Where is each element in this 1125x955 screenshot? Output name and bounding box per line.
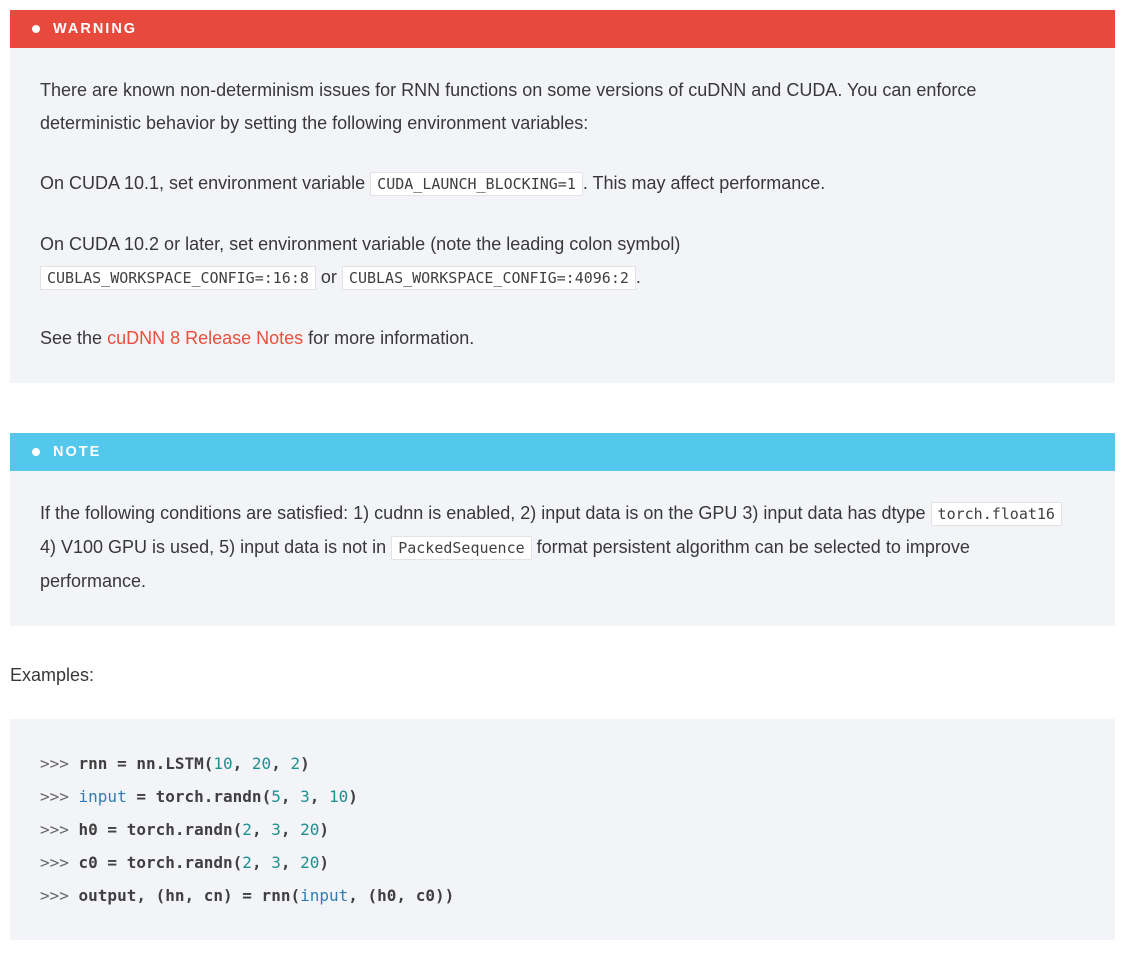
warning-title-label: WARNING [53,21,138,37]
inline-code-torch-float16: torch.float16 [930,502,1062,526]
code-token-prompt: >>> [40,754,79,773]
examples-label: Examples: [10,665,95,685]
text-segment: On CUDA 10.2 or later, set environment v… [40,234,681,254]
code-token-code: , [280,853,301,872]
text-segment: or [315,267,342,287]
warning-body: There are known non-determinism issues f… [10,48,1115,383]
code-line: >>> c0 = torch.randn(2, 3, 20) [40,846,1085,879]
code-token-num: 3 [271,853,281,872]
text-segment: If the following conditions are satisfie… [40,503,931,523]
code-token-code: ) [348,787,358,806]
code-token-code: ) [300,754,310,773]
note-title-bar: NOTE [10,433,1115,471]
code-token-code: c0 = torch.randn( [78,853,243,872]
warning-title-bar: WARNING [10,10,1115,48]
code-token-code: , [309,787,330,806]
inline-code-cuda-launch-blocking: CUDA_LAUNCH_BLOCKING=1 [370,172,583,196]
code-block: >>> rnn = nn.LSTM(10, 20, 2)>>> input = … [10,719,1115,940]
note-body: If the following conditions are satisfie… [10,471,1115,626]
text-segment: . This may affect performance. [582,173,826,193]
code-token-prompt: >>> [40,853,79,872]
bullet-icon [32,448,40,456]
code-token-code: ) [319,820,330,839]
code-token-num: 3 [300,787,310,806]
code-token-num: 2 [290,754,301,773]
code-token-code: rnn = nn.LSTM( [78,754,214,773]
code-token-builtin: input [300,886,349,905]
code-token-code: , [251,820,272,839]
code-token-code: , [271,754,291,773]
note-paragraph-1: If the following conditions are satisfie… [40,497,1075,598]
warning-paragraph-3: On CUDA 10.2 or later, set environment v… [40,228,1075,295]
bullet-icon [32,25,40,33]
code-token-code: , [251,853,272,872]
code-token-num: 10 [329,787,349,806]
code-token-code: output, (hn, cn) = rnn( [78,886,301,905]
code-token-num: 2 [242,820,252,839]
code-token-code: , [280,787,301,806]
text-segment: See the [40,328,108,348]
inline-code-packedsequence: PackedSequence [391,536,532,560]
text-segment: On CUDA 10.1, set environment variable [40,173,371,193]
warning-paragraph-4: See the cuDNN 8 Release Notes for more i… [40,322,1075,355]
text-segment: format persistent algorithm can be selec… [40,537,970,591]
code-token-num: 5 [271,787,281,806]
text-segment: for more information. [303,328,475,348]
code-token-code: , [232,754,252,773]
warning-paragraph-2: On CUDA 10.1, set environment variable C… [40,167,1075,201]
code-line: >>> h0 = torch.randn(2, 3, 20) [40,813,1085,846]
code-token-code: , (h0, c0)) [348,886,455,905]
code-line: >>> input = torch.randn(5, 3, 10) [40,780,1085,813]
text-segment: . [635,267,641,287]
code-line: >>> output, (hn, cn) = rnn(input, (h0, c… [40,879,1085,912]
code-line: >>> rnn = nn.LSTM(10, 20, 2) [40,747,1085,780]
note-admonition: NOTE If the following conditions are sat… [10,433,1115,626]
code-token-num: 20 [251,754,272,773]
code-token-num: 20 [300,820,320,839]
text-segment: 4) V100 GPU is used, 5) input data is no… [40,537,392,557]
code-token-num: 10 [213,754,233,773]
warning-paragraph-1: There are known non-determinism issues f… [40,80,977,133]
code-token-num: 2 [242,853,252,872]
code-token-code: ) [319,853,330,872]
code-token-builtin: input [78,787,127,806]
code-token-num: 3 [271,820,281,839]
code-token-num: 20 [300,853,320,872]
code-token-code: h0 = torch.randn( [78,820,243,839]
code-token-prompt: >>> [40,886,79,905]
note-title-label: NOTE [53,444,102,460]
code-token-prompt: >>> [40,820,79,839]
code-token-prompt: >>> [40,787,79,806]
warning-admonition: WARNING There are known non-determinism … [10,10,1115,383]
code-token-code: , [280,820,301,839]
code-token-code: = torch.randn( [126,787,272,806]
inline-code-cublas-workspace-16-8: CUBLAS_WORKSPACE_CONFIG=:16:8 [40,266,316,290]
cudnn-release-notes-link[interactable]: cuDNN 8 Release Notes [107,328,304,348]
inline-code-cublas-workspace-4096-2: CUBLAS_WORKSPACE_CONFIG=:4096:2 [341,266,636,290]
